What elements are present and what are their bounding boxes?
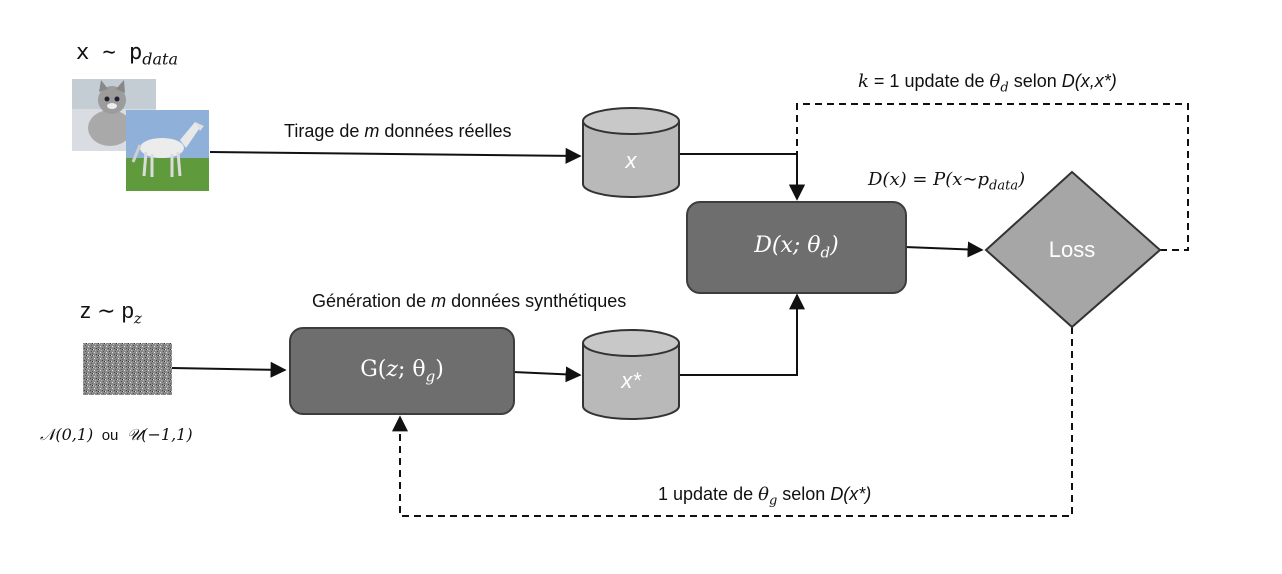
discriminator-label: D(x; θd)	[754, 233, 839, 262]
kitten-image	[72, 79, 156, 151]
cylinder-synthetic-label: x*	[621, 368, 641, 393]
generator-box: G(z; θg)	[289, 327, 515, 415]
cylinder-synthetic-data	[582, 329, 680, 420]
discriminator-box: D(x; θd)	[686, 201, 907, 294]
cylinder-real-data	[582, 107, 680, 198]
generator-update-label: 1 update de θg selon D(x*)	[658, 484, 872, 509]
edge-x-to-d	[680, 153, 805, 201]
edge-d-to-loss	[904, 241, 984, 258]
cylinder-real-label: x	[625, 148, 637, 173]
loss-diamond	[984, 170, 1162, 329]
horse-image	[126, 110, 209, 191]
feedback-loss-to-d	[789, 103, 1189, 251]
edge-real-to-x	[209, 147, 582, 164]
loss-label: Loss	[1048, 237, 1096, 262]
noise-caption: 𝒩(0,1) ou 𝒰(−1,1)	[40, 425, 193, 444]
real-data-distribution-label: x ∼ pdata	[76, 40, 178, 69]
edge-noise-to-g	[171, 361, 287, 378]
noise-distribution-label: z ∼ pz	[80, 298, 142, 328]
noise-image	[83, 343, 172, 395]
discriminator-probability-label: D(x) = P(x∼pdata)	[868, 169, 1026, 194]
edge-label-real-sampling: Tirage de m données réelles	[284, 121, 512, 141]
discriminator-update-label: k = 1 update de θd selon D(x,x*)	[858, 71, 1117, 96]
edge-xstar-to-d	[680, 293, 805, 376]
generator-label: G(z; θg)	[360, 356, 444, 386]
edge-label-synthetic-generation: Génération de m données synthétiques	[312, 291, 627, 311]
edge-g-to-xstar	[512, 366, 582, 383]
